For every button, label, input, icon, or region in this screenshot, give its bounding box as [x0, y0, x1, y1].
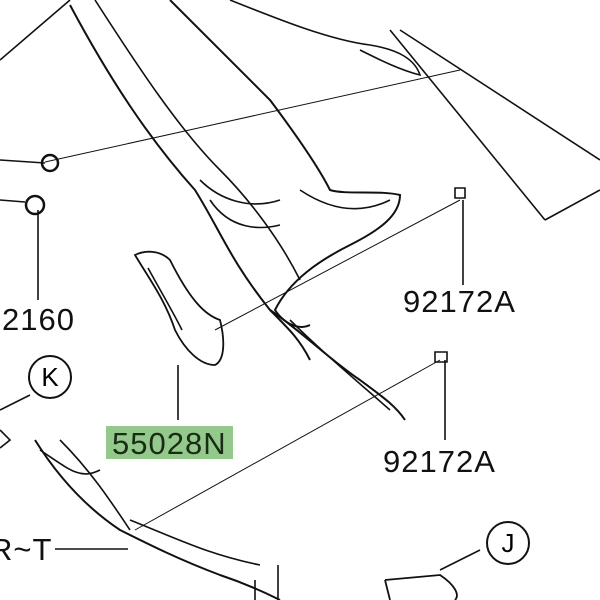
part-label-r-t[interactable]: R~T [0, 532, 53, 567]
part-label-92172a-upper[interactable]: 92172A [403, 284, 516, 319]
part-label-92172a-lower[interactable]: 92172A [383, 444, 496, 479]
callout-k[interactable]: K [28, 355, 72, 399]
callout-j[interactable]: J [486, 521, 530, 565]
part-label-2160[interactable]: 2160 [2, 302, 75, 337]
part-label-55028n-highlighted[interactable]: 55028N [106, 426, 233, 459]
